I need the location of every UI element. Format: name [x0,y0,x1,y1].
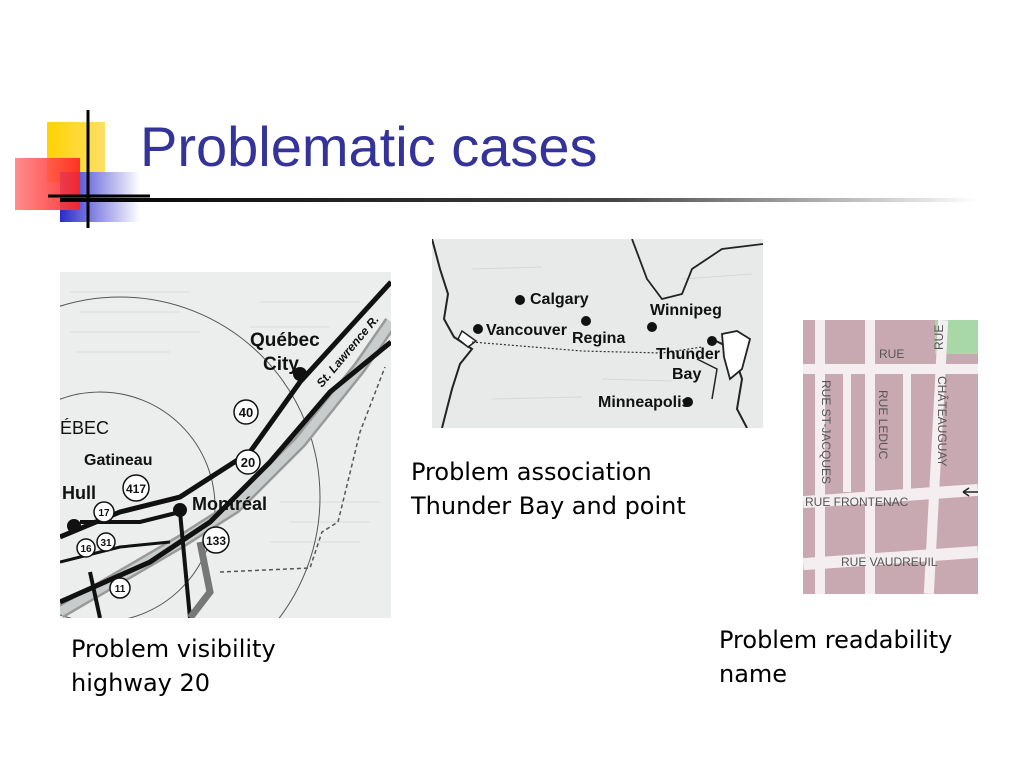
caption-association: Problem association Thunder Bay and poin… [411,455,686,523]
rue-top-right-label: RUE [932,325,946,350]
rue-top-label: RUE [879,347,904,361]
chateauguay-label: CHÂTEAUGUAY [935,376,950,466]
st-jacques-label: RUE ST-JACQUES [819,380,833,484]
gatineau-label: Gatineau [84,452,152,469]
hull-label: Hull [62,483,96,503]
caption-visibility-line1: Problem visibility [71,635,276,663]
caption-association-line1: Problem association [411,458,652,486]
hw40-label: 40 [239,405,253,420]
caption-visibility-line2: highway 20 [71,669,211,697]
hw31-label: 31 [100,538,112,549]
caption-readability: Problem readability name [719,623,952,691]
hw16-label: 16 [80,544,92,555]
slide-title: Problematic cases [140,115,598,178]
quebec-city-label-2: City [263,354,299,375]
regina-label: Regina [572,330,625,347]
western-canada-map: Calgary Vancouver Regina Winnipeg Thunde… [432,239,763,428]
calgary-label: Calgary [530,291,589,308]
quebec-highway-map: 40 20 417 17 16 31 11 133 Québec City ÉB… [60,272,391,618]
vaudreuil-label: RUE VAUDREUIL [841,555,938,569]
province-label: ÉBEC [60,418,109,438]
street-grid-map: RUE RUE RUE ST-JACQUES RUE LEDUC CHÂTEAU… [803,320,978,594]
caption-readability-line1: Problem readability [719,626,953,654]
hw11-label: 11 [115,584,126,595]
slide-logo-icon [15,110,150,228]
frontenac-label: RUE FRONTENAC [805,495,909,509]
hw17-label: 17 [98,508,110,519]
hw417-label: 417 [126,482,146,496]
hw20-label: 20 [241,455,255,470]
caption-visibility: Problem visibility highway 20 [71,632,276,700]
quebec-city-label-1: Québec [250,330,320,351]
vancouver-label: Vancouver [486,322,567,339]
winnipeg-label: Winnipeg [650,302,722,319]
montreal-label: Montréal [192,494,267,514]
thunder-label: Thunder [656,346,720,363]
bay-label: Bay [672,366,701,383]
title-divider [60,198,980,202]
leduc-label: RUE LEDUC [876,390,890,460]
hw133-label: 133 [206,534,226,548]
caption-readability-line2: name [719,660,788,688]
caption-association-line2: Thunder Bay and point [411,492,686,520]
minneapolis-label: Minneapolis [598,394,691,411]
